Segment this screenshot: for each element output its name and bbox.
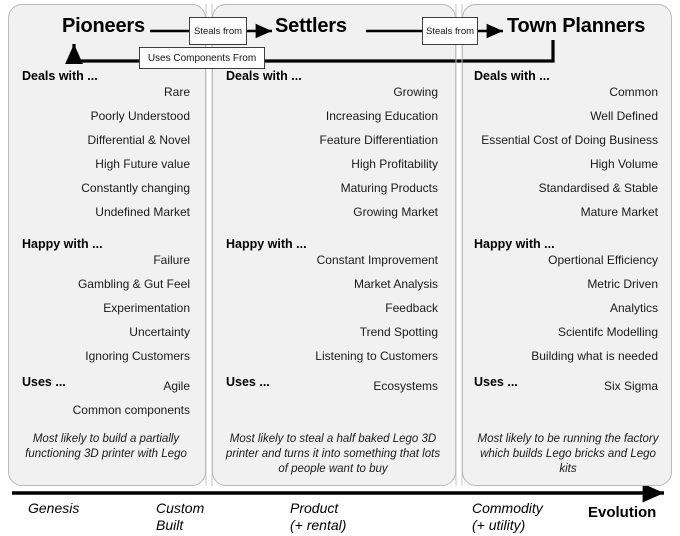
list-item: Well Defined: [590, 109, 658, 123]
list-item: Growing: [393, 85, 438, 99]
list-item: Increasing Education: [325, 109, 438, 123]
axis-tick-custom-line2: Built: [156, 517, 184, 533]
heading-happy-with-pioneers: Happy with ...: [22, 237, 103, 251]
list-item: Standardised & Stable: [538, 181, 658, 195]
list-item: Mature Market: [580, 205, 658, 219]
footnote-town-planners: Most likely to be running the factory wh…: [477, 433, 659, 475]
list-item: Trend Spotting: [359, 325, 438, 339]
axis-tick-custom-built: Custom Built: [156, 500, 204, 534]
axis-tick-commodity-line2: (+ utility): [472, 517, 526, 533]
axis-tick-commodity-line1: Commodity: [472, 500, 543, 516]
axis-tick-product: Product (+ rental): [290, 500, 346, 534]
list-item: Analytics: [609, 301, 658, 315]
list-item: Uncertainty: [129, 325, 190, 339]
heading-uses-town-planners: Uses ...: [474, 375, 518, 389]
heading-deals-with-town-planners: Deals with ...: [474, 69, 550, 83]
column-title-pioneers: Pioneers: [62, 15, 145, 37]
panel-town-planners: [462, 4, 672, 486]
heading-happy-with-settlers: Happy with ...: [226, 237, 307, 251]
list-item: High Future value: [95, 157, 190, 171]
list-item: Market Analysis: [353, 277, 438, 291]
list-item: Ignoring Customers: [85, 349, 190, 363]
axis-tick-product-line2: (+ rental): [290, 517, 347, 533]
list-item: Constant Improvement: [316, 253, 438, 267]
list-item: Common components: [72, 403, 190, 417]
list-item: Gambling & Gut Feel: [77, 277, 190, 291]
footnote-settlers: Most likely to steal a half baked Lego 3…: [225, 433, 441, 475]
list-item: Building what is needed: [531, 349, 658, 363]
axis-tick-custom-line1: Custom: [156, 500, 205, 516]
heading-deals-with-settlers: Deals with ...: [226, 69, 302, 83]
list-item: High Volume: [589, 157, 658, 171]
list-item: High Profitability: [351, 157, 438, 171]
heading-happy-with-town-planners: Happy with ...: [474, 237, 555, 251]
column-title-settlers: Settlers: [275, 15, 347, 37]
heading-deals-with-pioneers: Deals with ...: [22, 69, 98, 83]
label-steals-from-settlers-to-town-planners: Steals from: [422, 17, 478, 45]
list-item: Feature Differentiation: [319, 133, 438, 147]
list-item: Listening to Customers: [315, 349, 438, 363]
list-item: Experimentation: [103, 301, 190, 315]
list-item: Metric Driven: [587, 277, 658, 291]
list-item: Essential Cost of Doing Business: [481, 133, 658, 147]
list-item: Undefined Market: [95, 205, 190, 219]
heading-uses-settlers: Uses ...: [226, 375, 270, 389]
list-item: Common: [609, 85, 658, 99]
list-item: Six Sigma: [603, 379, 658, 393]
list-item: Agile: [163, 379, 190, 393]
panel-pioneers: [8, 4, 206, 486]
axis-title-evolution: Evolution: [588, 504, 657, 521]
list-uses-settlers: Ecosystems: [226, 374, 438, 398]
list-item: Differential & Novel: [87, 133, 191, 147]
list-item: Maturing Products: [340, 181, 438, 195]
axis-tick-product-line1: Product: [290, 500, 339, 516]
list-item: Scientifc Modelling: [557, 325, 658, 339]
list-item: Feedback: [385, 301, 438, 315]
list-item: Failure: [153, 253, 190, 267]
list-item: Constantly changing: [81, 181, 190, 195]
axis-tick-commodity: Commodity (+ utility): [472, 500, 543, 534]
footnote-pioneers: Most likely to build a partially functio…: [25, 433, 187, 460]
label-steals-from-pioneers-to-settlers: Steals from: [189, 17, 247, 45]
panel-settlers: [212, 4, 456, 486]
list-item: Growing Market: [353, 205, 438, 219]
column-title-town-planners: Town Planners: [507, 15, 646, 37]
list-item: Rare: [163, 85, 190, 99]
label-uses-components-from: Uses Components From: [139, 47, 265, 69]
heading-uses-pioneers: Uses ...: [22, 375, 66, 389]
list-item: Opertional Efficiency: [548, 253, 658, 267]
evolution-axis: [12, 486, 664, 503]
list-uses-town-planners: Six Sigma: [474, 374, 658, 398]
axis-tick-genesis-line1: Genesis: [28, 500, 80, 516]
list-item: Ecosystems: [373, 379, 438, 393]
list-item: Poorly Understood: [90, 109, 190, 123]
axis-tick-genesis: Genesis: [28, 500, 79, 517]
